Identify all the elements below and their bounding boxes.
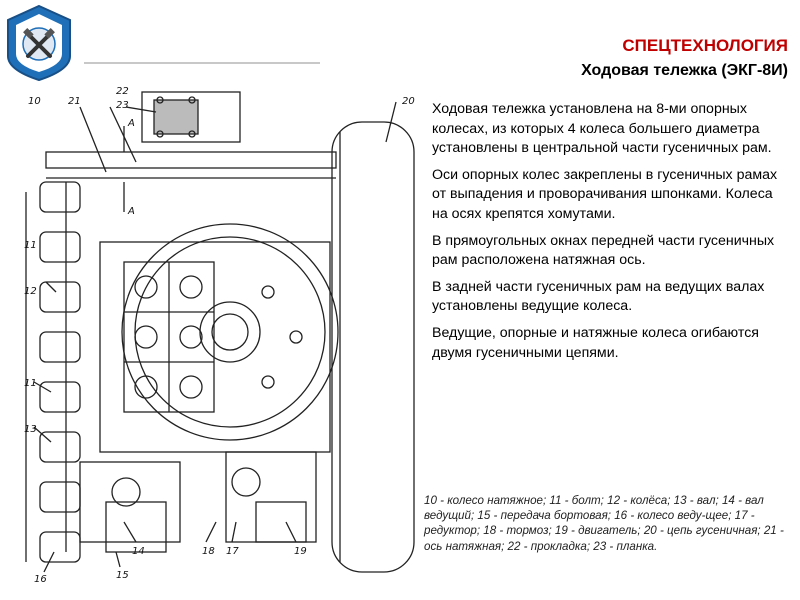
- description-text: Ходовая тележка установлена на 8-ми опор…: [432, 100, 788, 370]
- callout-23: 23: [116, 100, 129, 111]
- paragraph-4: В задней части гусеничных рам на ведущих…: [432, 278, 765, 315]
- paragraph-2: Оси опорных колес закреплены в гусеничны…: [432, 166, 778, 222]
- page-title: СПЕЦТЕХНОЛОГИЯ: [622, 36, 788, 55]
- callout-16: 16: [34, 574, 47, 585]
- page-subtitle: Ходовая тележка (ЭКГ-8И): [581, 62, 788, 79]
- callout-22: 22: [116, 86, 129, 97]
- callout-13: 13: [24, 424, 37, 435]
- callout-10: 10: [28, 96, 41, 107]
- header-divider: [84, 62, 320, 64]
- callout-15: 15: [116, 570, 129, 581]
- paragraph-5: Ведущие, опорные и натяжные колеса огиба…: [432, 324, 759, 361]
- callout-11: 11: [24, 240, 37, 251]
- section-marker-a-bottom: A: [127, 206, 135, 217]
- callout-12: 12: [24, 286, 37, 297]
- callout-17: 17: [226, 546, 239, 557]
- callout-11b: 11: [24, 378, 37, 389]
- section-marker-a-top: A: [127, 118, 135, 129]
- paragraph-3: В прямоугольных окнах передней части гус…: [432, 232, 775, 269]
- callout-14: 14: [132, 546, 145, 557]
- institution-logo-icon: [7, 4, 71, 82]
- callout-19: 19: [294, 546, 307, 557]
- undercarriage-technical-drawing: 10 21 22 23 20 11 12 11 13 14 15 16 17 1…: [24, 86, 415, 585]
- parts-legend: 10 - колесо натяжное; 11 - болт; 12 - ко…: [424, 494, 784, 553]
- callout-20: 20: [402, 96, 415, 107]
- paragraph-1: Ходовая тележка установлена на 8-ми опор…: [432, 101, 772, 157]
- callout-18: 18: [202, 546, 215, 557]
- callout-21: 21: [68, 96, 81, 107]
